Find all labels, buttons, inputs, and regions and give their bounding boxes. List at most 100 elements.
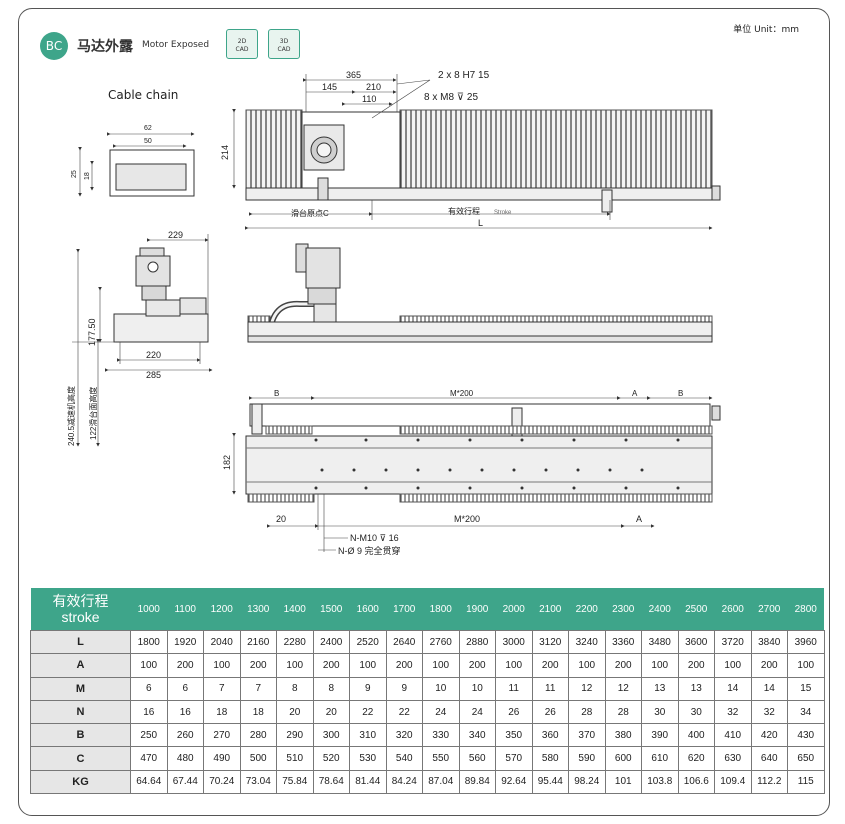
origin-label: 滑台原点C — [291, 208, 329, 218]
stroke-col: 2000 — [495, 588, 532, 631]
table-cell: 24 — [422, 699, 460, 725]
table-cell: 84.24 — [385, 769, 423, 795]
table-cell: 30 — [677, 699, 715, 725]
cad-2d-line2: CAD — [235, 46, 249, 53]
dim-M200-top: M*200 — [450, 389, 474, 398]
table-cell: 100 — [641, 653, 679, 678]
table-cell: 9 — [385, 676, 423, 701]
table-cell: 370 — [568, 723, 606, 748]
table-cell: 100 — [276, 653, 314, 678]
table-cell: 3120 — [531, 629, 569, 655]
unit-label: 单位 Unit：mm — [733, 25, 799, 35]
table-cell: 2040 — [203, 629, 241, 655]
table-cell: 2520 — [349, 629, 387, 655]
side-view — [247, 243, 713, 343]
dim-M200-bottom: M*200 — [454, 514, 480, 524]
table-cell: 16 — [130, 699, 168, 725]
table-cell: 13 — [677, 676, 715, 701]
stroke-col: 2500 — [678, 588, 715, 631]
table-cell: 12 — [604, 676, 642, 701]
table-cell: 530 — [349, 746, 387, 771]
row-label: L — [30, 629, 131, 655]
spec-header-row: 有效行程 stroke 1000 1100 1200 1300 1400 150… — [30, 588, 824, 631]
stroke-col: 1500 — [313, 588, 350, 631]
table-cell: 100 — [422, 653, 460, 678]
dim-18: 18 — [84, 172, 91, 180]
cad-3d-button[interactable]: 3D CAD — [268, 29, 300, 59]
table-cell: 81.44 — [349, 769, 387, 795]
table-cell: 32 — [750, 699, 788, 725]
cad-2d-line1: 2D — [237, 38, 247, 45]
row-label: M — [30, 676, 131, 701]
table-cell: 9 — [349, 676, 387, 701]
table-cell: 580 — [531, 746, 569, 771]
table-cell: 12 — [568, 676, 606, 701]
stroke-col: 1800 — [422, 588, 459, 631]
dim-220: 220 — [146, 350, 161, 360]
table-cell: 200 — [531, 653, 569, 678]
table-cell: 100 — [203, 653, 241, 678]
stroke-col: 2800 — [787, 588, 824, 631]
stroke-col: 2600 — [714, 588, 751, 631]
table-cell: 115 — [787, 769, 825, 795]
table-cell: 13 — [641, 676, 679, 701]
table-cell: 480 — [166, 746, 204, 771]
cable-chain-label: Cable chain — [108, 88, 179, 102]
row-label: A — [30, 653, 131, 678]
stroke-col: 1600 — [349, 588, 386, 631]
holes-note-1: 2 x 8 H7 15 — [438, 70, 490, 81]
table-cell: 30 — [641, 699, 679, 725]
table-cell: 290 — [276, 723, 314, 748]
table-cell: 101 — [604, 769, 642, 795]
series-badge: BC — [40, 32, 68, 60]
table-cell: 2760 — [422, 629, 460, 655]
table-cell: 11 — [495, 676, 533, 701]
table-cell: 67.44 — [166, 769, 204, 795]
table-cell: 540 — [385, 746, 423, 771]
table-cell: 16 — [166, 699, 204, 725]
table-cell: 3000 — [495, 629, 533, 655]
table-cell: 200 — [604, 653, 642, 678]
table-cell: 106.6 — [677, 769, 715, 795]
stroke-col: 1700 — [386, 588, 423, 631]
table-cell: 87.04 — [422, 769, 460, 795]
table-cell: 100 — [495, 653, 533, 678]
cad-2d-button[interactable]: 2D CAD — [226, 29, 258, 59]
table-cell: 350 — [495, 723, 533, 748]
table-cell: 400 — [677, 723, 715, 748]
table-cell: 92.64 — [495, 769, 533, 795]
table-cell: 22 — [385, 699, 423, 725]
dim-145: 145 — [322, 82, 337, 92]
table-cell: 3360 — [604, 629, 642, 655]
table-cell: 280 — [239, 723, 277, 748]
stroke-header-en: stroke — [61, 609, 100, 625]
table-cell: 200 — [750, 653, 788, 678]
row-label: N — [30, 699, 131, 725]
table-cell: 28 — [568, 699, 606, 725]
table-cell: 340 — [458, 723, 496, 748]
stroke-header-cn: 有效行程 — [52, 593, 109, 609]
table-cell: 560 — [458, 746, 496, 771]
dim-A-bottom: A — [636, 514, 642, 524]
table-cell: 8 — [312, 676, 350, 701]
dim-182: 182 — [222, 455, 232, 470]
top-view: 365 145 210 110 2 x 8 H7 15 8 x M8 ⊽ 25 … — [220, 70, 721, 230]
table-cell: 3480 — [641, 629, 679, 655]
stroke-col: 1300 — [240, 588, 277, 631]
dim-25: 25 — [71, 170, 78, 178]
dim-365: 365 — [346, 70, 361, 80]
table-cell: 32 — [714, 699, 752, 725]
table-cell: 470 — [130, 746, 168, 771]
table-cell: 360 — [531, 723, 569, 748]
stroke-col: 2300 — [605, 588, 642, 631]
table-cell: 600 — [604, 746, 642, 771]
table-cell: 200 — [166, 653, 204, 678]
table-cell: 1800 — [130, 629, 168, 655]
stroke-header: 有效行程 stroke — [30, 588, 131, 631]
gearbox-height: 240.5减速机高度 — [66, 386, 76, 446]
table-cell: 250 — [130, 723, 168, 748]
table-cell: 430 — [787, 723, 825, 748]
